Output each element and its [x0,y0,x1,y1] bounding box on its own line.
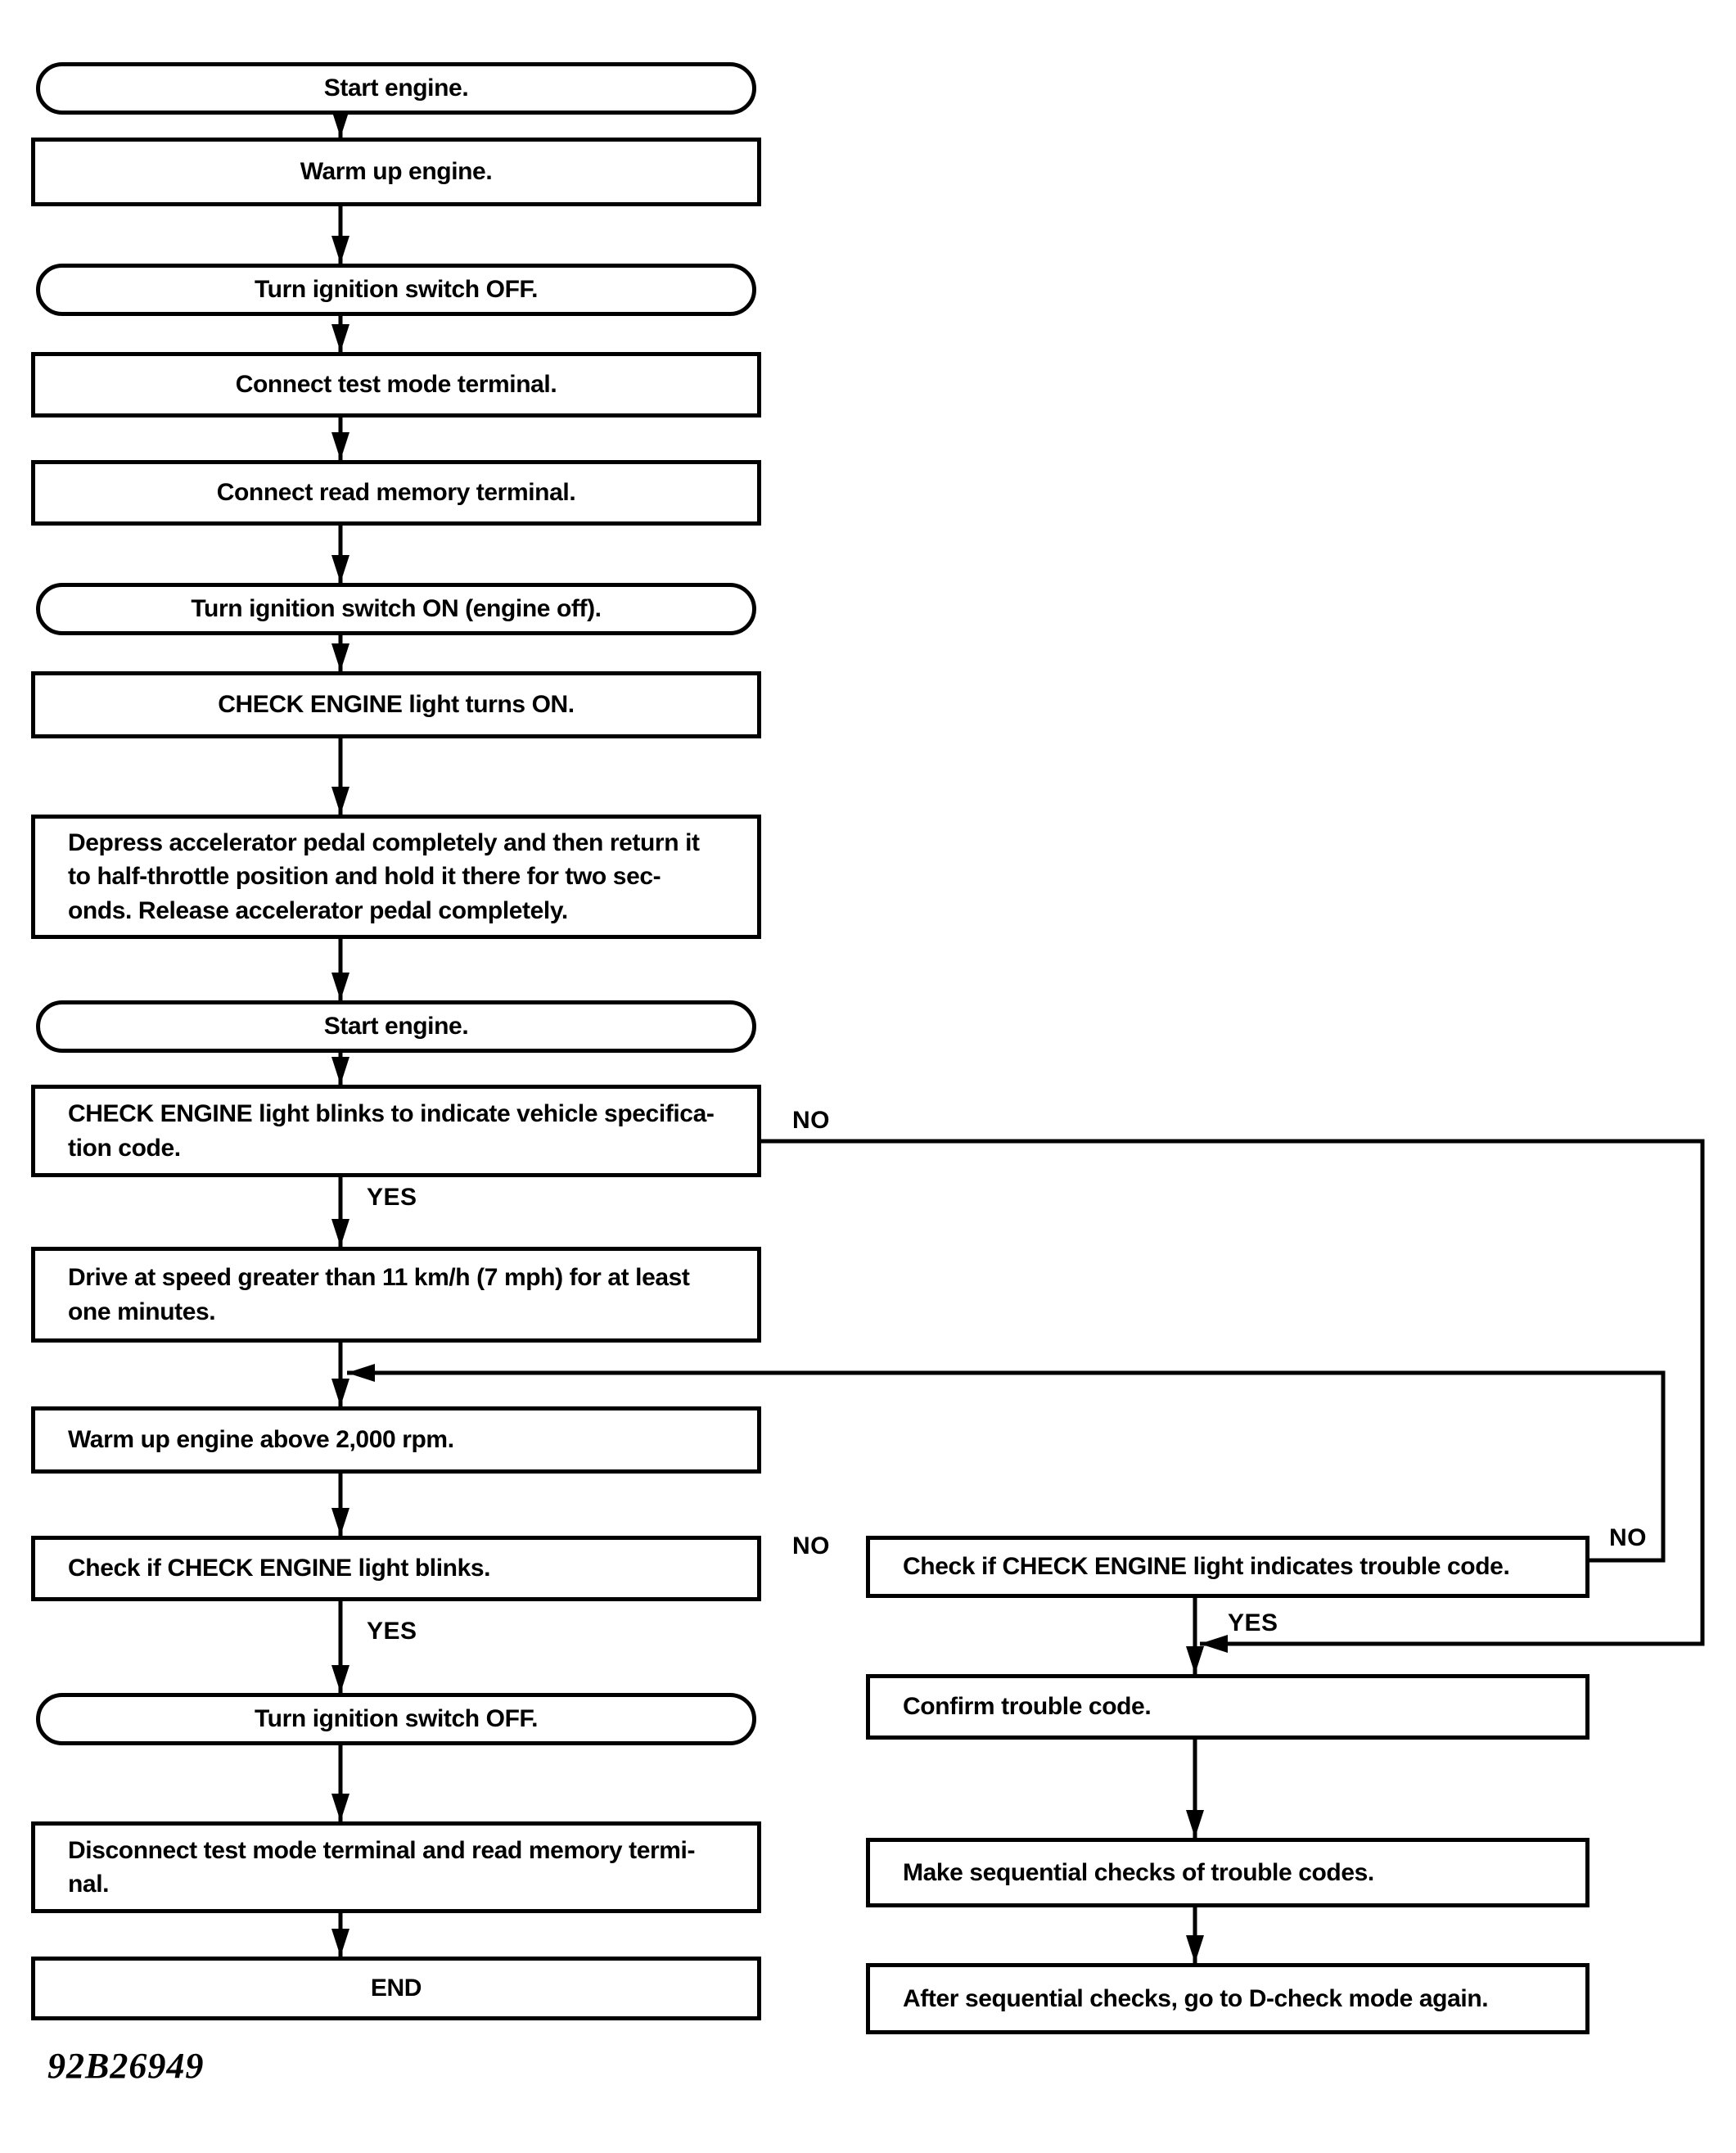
node-disconnect-terminals: Disconnect test mode terminal and read m… [31,1821,761,1913]
branch-label-light-blinks-no: NO [792,1532,830,1559]
branch-label-trouble-code-yes: YES [1228,1609,1278,1636]
node-turn-ignition-on-engine-off: Turn ignition switch ON (engine off). [36,583,756,635]
node-check-engine-blinks-spec-code: CHECK ENGINE light blinks to indicate ve… [31,1085,761,1177]
node-check-if-light-indicates-trouble-code: Check if CHECK ENGINE light indicates tr… [866,1536,1589,1598]
node-make-sequential-checks: Make sequential checks of trouble codes. [866,1838,1589,1907]
branch-label-light-blinks-yes: YES [367,1618,417,1645]
node-connect-read-memory-terminal: Connect read memory terminal. [31,460,761,526]
node-turn-ignition-off-1: Turn ignition switch OFF. [36,264,756,316]
node-turn-ignition-off-2: Turn ignition switch OFF. [36,1693,756,1745]
node-warm-up-engine: Warm up engine. [31,138,761,206]
node-drive-at-speed: Drive at speed greater than 11 km/h (7 m… [31,1247,761,1343]
edge-no-spec-code-path [761,1139,1705,1653]
figure-code: 92B26949 [47,2046,205,2086]
node-after-sequential-checks: After sequential checks, go to D-check m… [866,1963,1589,2034]
node-confirm-trouble-code: Confirm trouble code. [866,1674,1589,1740]
branch-label-trouble-code-no: NO [1609,1524,1647,1551]
node-end: END [31,1957,761,2020]
node-start-engine-1: Start engine. [36,62,756,115]
branch-label-spec-code-yes: YES [367,1184,417,1211]
node-depress-accelerator: Depress accelerator pedal completely and… [31,815,761,939]
node-connect-test-mode-terminal: Connect test mode terminal. [31,352,761,418]
node-check-engine-light-turns-on: CHECK ENGINE light turns ON. [31,671,761,738]
node-warm-up-above-2000-rpm: Warm up engine above 2,000 rpm. [31,1406,761,1474]
node-check-if-light-blinks: Check if CHECK ENGINE light blinks. [31,1536,761,1601]
node-start-engine-2: Start engine. [36,1000,756,1053]
branch-label-spec-code-no: NO [792,1107,830,1134]
edge-no-trouble-code-return-path [347,1364,1666,1563]
